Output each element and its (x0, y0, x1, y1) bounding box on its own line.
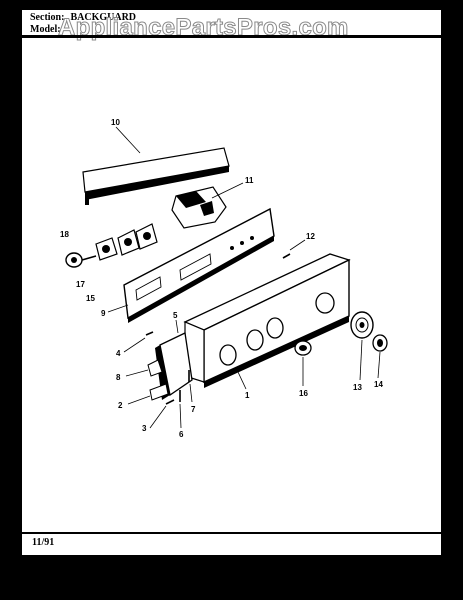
model-header: Model: (30, 24, 61, 35)
callout-1: 1 (245, 391, 250, 400)
part-8-clip (125, 359, 163, 377)
footer-rule (22, 532, 441, 534)
callout-18: 18 (60, 230, 69, 239)
callout-10: 10 (111, 118, 120, 127)
part-12-screw (282, 239, 306, 259)
part-14-knob (372, 334, 388, 379)
callout-5: 5 (173, 311, 178, 320)
callout-15: 15 (86, 294, 95, 303)
callout-12: 12 (306, 232, 315, 241)
part-11-bracket (171, 182, 244, 229)
part-10-trim-strip (82, 126, 230, 205)
callout-14: 14 (374, 380, 383, 389)
part-3-screw (149, 399, 175, 429)
callout-2: 2 (118, 401, 123, 410)
callout-6: 6 (179, 430, 184, 439)
part-7-fastener (188, 370, 193, 403)
diagram-sheet (22, 10, 441, 555)
part-1-backguard-panel (183, 253, 351, 390)
callout-13: 13 (353, 383, 362, 392)
part-15-switch (117, 223, 158, 256)
callout-11: 11 (245, 176, 254, 185)
part-13-knob-skirt (350, 311, 374, 381)
callout-17: 17 (76, 280, 85, 289)
section-label: Section: (30, 12, 65, 23)
date-code: 11/91 (32, 537, 55, 548)
part-2-bracket (127, 383, 169, 405)
part-18-knob-switch (65, 252, 97, 268)
section-header: Section: BACKGUARD (30, 12, 136, 23)
model-label: Model: (30, 24, 61, 35)
callout-8: 8 (116, 373, 121, 382)
part-4-screw (123, 331, 154, 353)
callout-16: 16 (299, 389, 308, 398)
part-16-knob (294, 340, 312, 386)
callout-4: 4 (116, 349, 121, 358)
section-value: BACKGUARD (70, 12, 137, 23)
callouts: 10 11 12 18 17 15 9 5 4 8 2 3 6 7 1 16 1… (60, 118, 383, 439)
callout-3: 3 (142, 424, 147, 433)
callout-7: 7 (191, 405, 196, 414)
part-17-switch (95, 237, 118, 261)
callout-9: 9 (101, 309, 106, 318)
part-9-control-panel (107, 207, 275, 323)
header-rule (22, 35, 441, 38)
part-6-fastener (179, 390, 182, 429)
